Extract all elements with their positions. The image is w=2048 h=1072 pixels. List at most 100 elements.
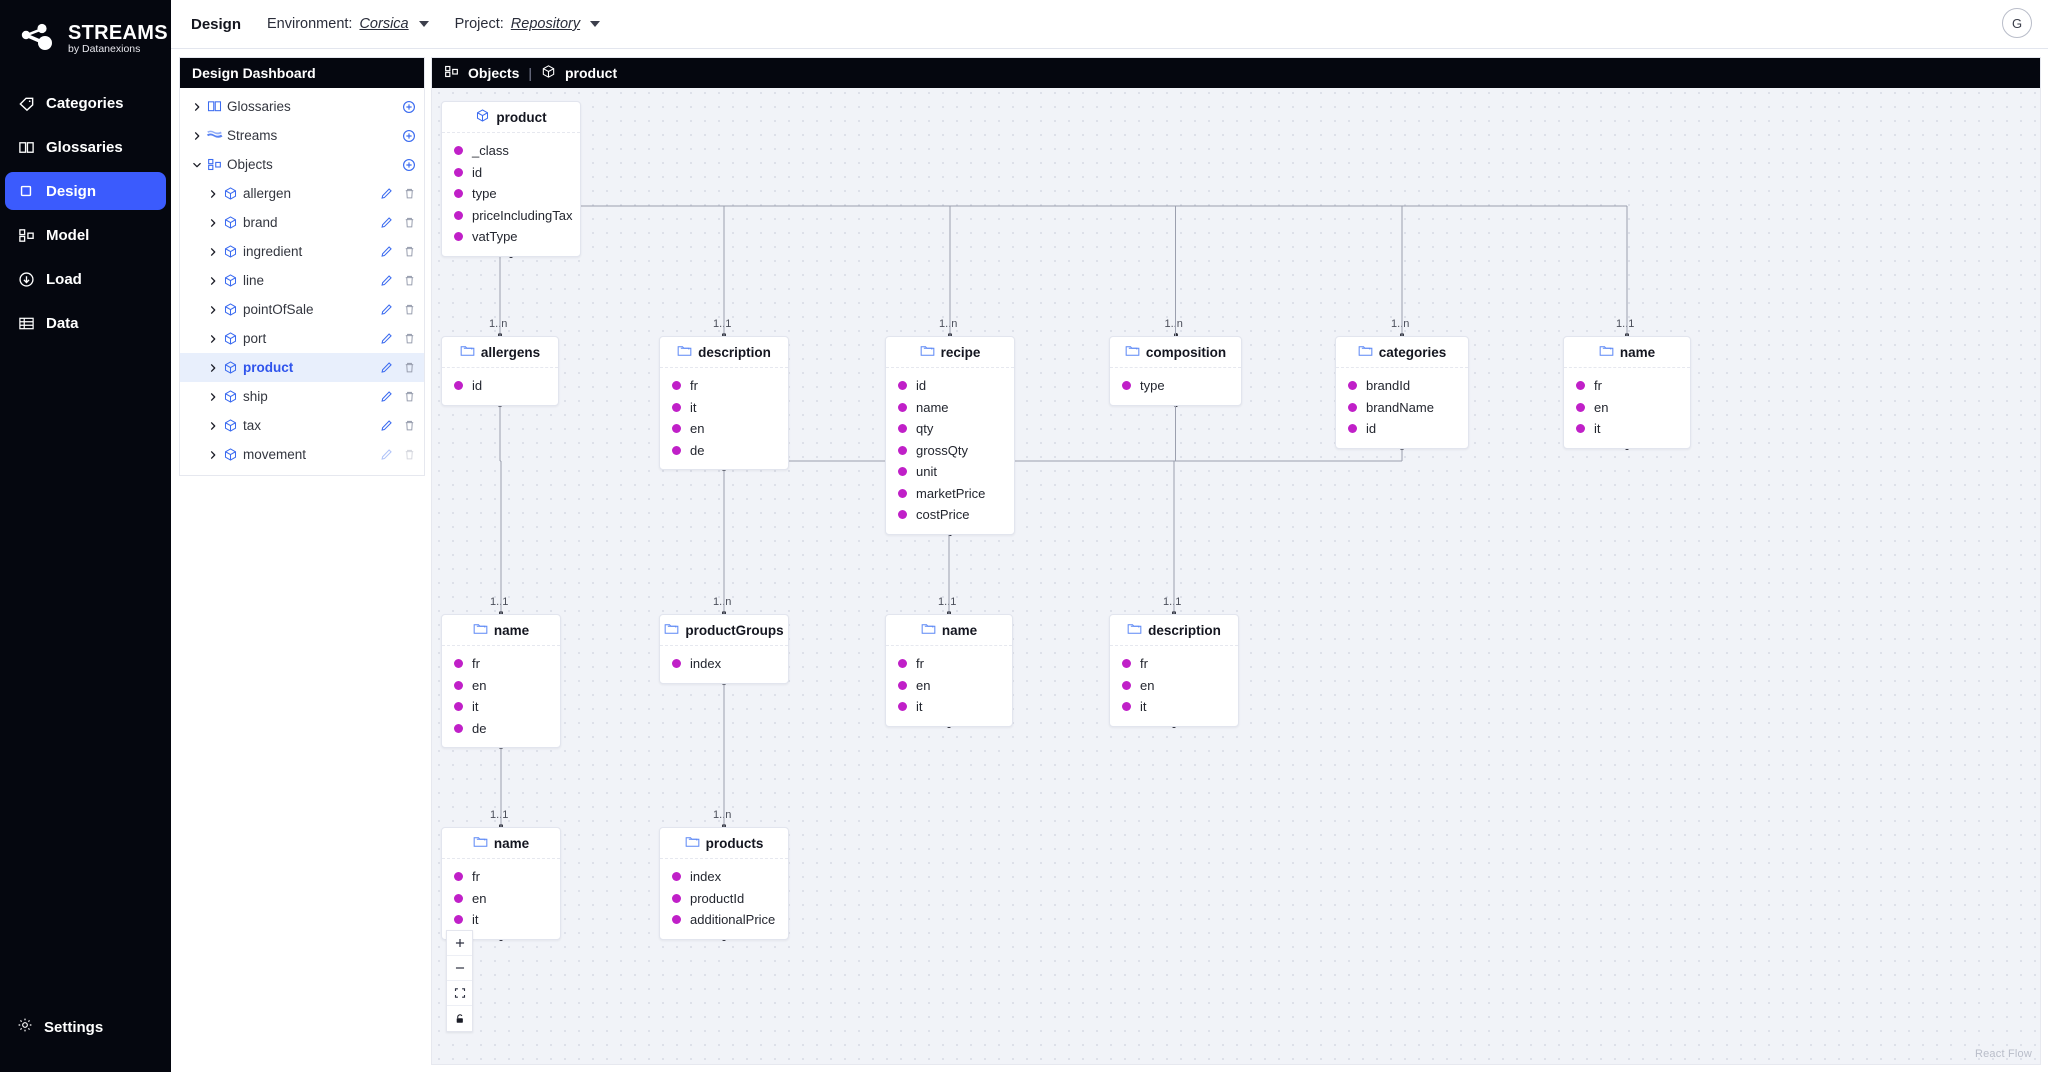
node-header: name: [886, 615, 1012, 646]
sidebar-item-settings[interactable]: Settings: [5, 1010, 166, 1044]
sidebar-item-data[interactable]: Data: [5, 304, 166, 342]
delete-icon[interactable]: [402, 303, 416, 317]
tree-item-glossaries[interactable]: Glossaries: [180, 92, 424, 121]
edit-icon[interactable]: [379, 361, 393, 375]
field-bullet-icon: [454, 872, 463, 882]
tree-item-allergen[interactable]: allergen: [180, 179, 424, 208]
chevron-right-icon[interactable]: [206, 247, 220, 257]
node-field-label: fr: [1140, 656, 1148, 672]
tree-item-objects[interactable]: Objects: [180, 150, 424, 179]
tree-item-label: Objects: [227, 157, 273, 172]
delete-icon[interactable]: [402, 274, 416, 288]
chevron-right-icon[interactable]: [206, 392, 220, 402]
sidebar-item-glossaries[interactable]: Glossaries: [5, 128, 166, 166]
chevron-right-icon[interactable]: [206, 450, 220, 460]
field-bullet-icon: [672, 659, 681, 669]
add-icon[interactable]: [402, 100, 416, 114]
node-title: name: [1619, 344, 1656, 360]
environment-value[interactable]: Corsica: [359, 16, 409, 32]
chevron-right-icon[interactable]: [206, 334, 220, 344]
avatar[interactable]: G: [2002, 8, 2032, 38]
edge-cardinality-label: 1..1: [938, 596, 957, 608]
delete-icon[interactable]: [402, 216, 416, 230]
delete-icon[interactable]: [402, 390, 416, 404]
chevron-right-icon[interactable]: [190, 102, 204, 112]
tree-item-movement[interactable]: movement: [180, 440, 424, 469]
sidebar-item-load[interactable]: Load: [5, 260, 166, 298]
tree-item-ingredient[interactable]: ingredient: [180, 237, 424, 266]
node-field-label: it: [1594, 421, 1601, 437]
node-field: fr: [442, 653, 560, 675]
chevron-right-icon[interactable]: [206, 189, 220, 199]
node-header: name: [1564, 337, 1690, 368]
tree-item-brand[interactable]: brand: [180, 208, 424, 237]
tree-item-pointofsale[interactable]: pointOfSale: [180, 295, 424, 324]
sidebar-item-design[interactable]: Design: [5, 172, 166, 210]
chevron-right-icon[interactable]: [206, 363, 220, 373]
chevron-down-icon[interactable]: [190, 160, 204, 170]
sidebar-item-categories[interactable]: Categories: [5, 84, 166, 122]
edit-icon[interactable]: [379, 390, 393, 404]
edit-icon[interactable]: [379, 419, 393, 433]
toggle-interactivity-button[interactable]: [447, 1006, 472, 1031]
chevron-right-icon[interactable]: [206, 218, 220, 228]
node-field-label: it: [916, 699, 923, 715]
tree-item-ship[interactable]: ship: [180, 382, 424, 411]
delete-icon[interactable]: [402, 332, 416, 346]
zoom-out-button[interactable]: [447, 956, 472, 981]
design-tree: Glossaries Streams Objects allergen bran…: [180, 88, 424, 475]
edit-icon[interactable]: [379, 187, 393, 201]
chevron-down-icon[interactable]: [590, 21, 601, 27]
fit-view-button[interactable]: [447, 981, 472, 1006]
sidebar-item-model[interactable]: Model: [5, 216, 166, 254]
chevron-right-icon[interactable]: [206, 276, 220, 286]
edit-icon[interactable]: [379, 448, 393, 462]
project-selector[interactable]: Project: Repository: [455, 16, 601, 32]
tree-item-label: product: [243, 360, 294, 375]
delete-icon[interactable]: [402, 245, 416, 259]
delete-icon[interactable]: [402, 361, 416, 375]
project-value[interactable]: Repository: [510, 16, 581, 32]
chevron-right-icon[interactable]: [190, 131, 204, 141]
delete-icon[interactable]: [402, 448, 416, 462]
chevron-right-icon[interactable]: [206, 305, 220, 315]
tree-item-line[interactable]: line: [180, 266, 424, 295]
folder-icon: [1599, 344, 1614, 360]
add-icon[interactable]: [402, 129, 416, 143]
tree-item-port[interactable]: port: [180, 324, 424, 353]
edit-icon[interactable]: [379, 332, 393, 346]
square-icon: [17, 182, 35, 200]
chevron-down-icon[interactable]: [418, 21, 429, 27]
zoom-in-button[interactable]: [447, 931, 472, 956]
delete-icon[interactable]: [402, 419, 416, 433]
edit-icon[interactable]: [379, 216, 393, 230]
edit-icon[interactable]: [379, 245, 393, 259]
streams-icon: [204, 129, 224, 143]
environment-selector[interactable]: Environment: Corsica: [267, 16, 429, 32]
edit-icon[interactable]: [379, 303, 393, 317]
edit-icon[interactable]: [379, 274, 393, 288]
delete-icon[interactable]: [402, 187, 416, 201]
breadcrumb-root[interactable]: Objects: [468, 65, 520, 81]
chevron-right-icon[interactable]: [206, 421, 220, 431]
tree-item-tax[interactable]: tax: [180, 411, 424, 440]
add-icon[interactable]: [402, 158, 416, 172]
tree-item-streams[interactable]: Streams: [180, 121, 424, 150]
cube-icon: [220, 215, 240, 230]
tree-item-product[interactable]: product: [180, 353, 424, 382]
